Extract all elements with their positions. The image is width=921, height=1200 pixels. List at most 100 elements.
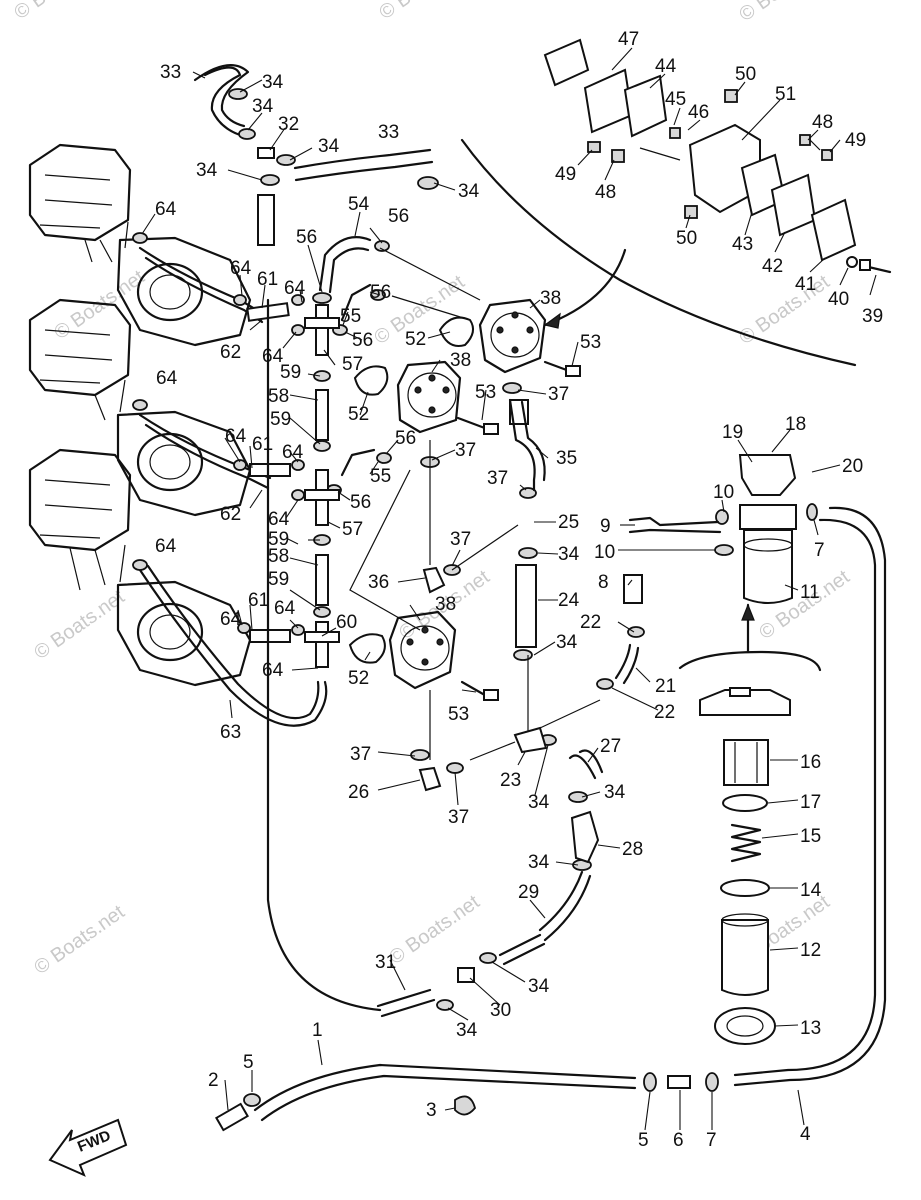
filter-8 [623,574,643,604]
element-16 [723,739,769,786]
callout-1: 1 [312,1020,323,1041]
callout-27: 27 [600,736,621,757]
callout-32: 32 [278,114,299,135]
joints [304,304,537,668]
callout-64: 64 [156,368,178,389]
callout-38: 38 [435,594,456,615]
elbow-26 [418,766,442,792]
watermark: © Boats.net [385,891,484,969]
callout-22: 22 [654,702,675,723]
callout-10: 10 [713,482,734,503]
callout-22: 22 [580,612,601,633]
nut-50-top [724,89,738,103]
callout-31: 31 [375,952,396,973]
hose-4 [733,506,887,1087]
callout-3: 3 [426,1100,437,1121]
fwd-arrow: FWD [48,1118,128,1177]
callout-34: 34 [456,1020,478,1041]
callout-20: 20 [842,456,863,477]
callout-64: 64 [225,426,247,447]
callout-61: 61 [257,269,278,290]
cup-12 [721,919,769,996]
callout-48: 48 [595,182,616,203]
gasket-52-lower [348,633,386,664]
filter-inset-bracket [678,603,822,672]
callout-9: 9 [600,516,611,537]
callout-12: 12 [800,940,821,961]
fuel-filter-assembly [623,454,887,1087]
callout-62: 62 [220,342,241,363]
fuel-pump-upper [478,298,581,377]
hose-29-b [538,870,584,932]
callout-46: 46 [688,102,709,123]
callout-59: 59 [270,409,291,430]
carburetor-assemblies [28,143,252,687]
callout-56: 56 [350,492,371,513]
hoses-middle [318,236,640,780]
callout-34: 34 [196,160,218,181]
oring-14 [720,879,770,897]
callout-labels: 33 34 34 32 34 33 34 34 64 54 56 56 64 6… [155,29,883,1151]
hose-1 [253,1063,637,1112]
joint-61-middle [249,463,291,477]
callout-53: 53 [475,382,496,403]
callout-5: 5 [243,1052,254,1073]
callout-52: 52 [405,329,426,350]
callout-62: 62 [220,504,241,525]
callout-61: 61 [248,590,269,611]
pipe-upper-vertical [257,194,275,246]
callout-34: 34 [318,136,340,157]
watermark: © Boats.net [10,0,109,24]
fuel-pump-lower [388,610,499,701]
filter-head-exploded [699,689,791,716]
callout-64: 64 [155,536,177,557]
callout-4: 4 [800,1124,811,1145]
callout-24: 24 [558,590,580,611]
clip-7-lower [705,1072,719,1092]
callout-49: 49 [555,164,576,185]
callout-8: 8 [598,572,609,593]
watermark: © Boats.net [50,266,149,344]
fuel-pump-middle [396,360,499,435]
cock-28 [570,810,600,864]
filter-head [739,504,797,530]
callout-41: 41 [795,274,816,295]
callout-34: 34 [558,544,580,565]
callout-54: 54 [348,194,370,215]
callout-34: 34 [604,782,626,803]
callout-42: 42 [762,256,783,277]
callout-16: 16 [800,752,821,773]
callout-56: 56 [352,330,373,351]
hoses-lower [215,298,719,1132]
washer-40 [846,256,858,268]
callout-15: 15 [800,826,821,847]
callout-33: 33 [378,122,399,143]
callout-50: 50 [735,64,756,85]
callout-26: 26 [348,782,369,803]
callout-56: 56 [296,227,317,248]
callout-56: 56 [388,206,409,227]
callout-58: 58 [268,546,289,567]
callout-23: 23 [500,770,521,791]
primer-clip-3 [454,1095,476,1116]
callout-33: 33 [160,62,181,83]
watermark: © Boats.net [30,901,129,979]
callout-56: 56 [370,282,391,303]
watermark: © Boats.net [30,586,129,664]
callout-51: 51 [775,84,796,105]
gasket-52-upper [438,316,475,347]
callout-45: 45 [665,89,686,110]
callout-40: 40 [828,289,849,310]
callout-44: 44 [655,56,677,77]
callout-10: 10 [594,542,615,563]
carburetor-lower [28,448,252,687]
callout-37: 37 [455,440,476,461]
line-main-loop [266,298,382,1012]
callout-52: 52 [348,404,369,425]
callout-18: 18 [785,414,806,435]
callout-49: 49 [845,130,866,151]
callout-64: 64 [262,660,284,681]
hose-63 [138,568,328,727]
callout-56: 56 [395,428,416,449]
callout-57: 57 [342,519,363,540]
